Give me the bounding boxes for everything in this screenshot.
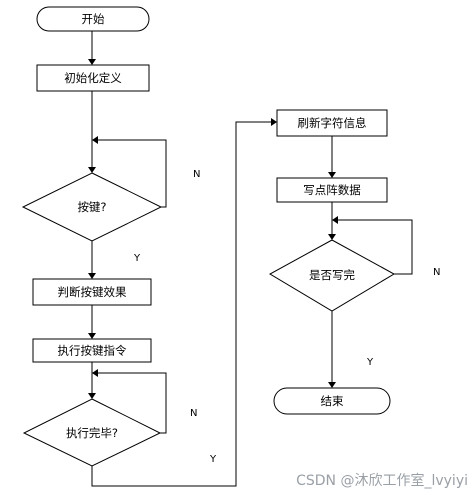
arrow-refresh-writedot: [328, 172, 336, 178]
node-write-dot: 写点阵数据: [276, 177, 388, 203]
node-end: 结束: [273, 387, 391, 415]
keypress-label: 按键?: [77, 200, 106, 214]
arrow-writedone-end: [328, 382, 336, 388]
process-shape: [32, 278, 152, 306]
arrow-execdone-yes: [271, 118, 277, 126]
arrow-start-init: [88, 59, 96, 65]
decision-shape: [21, 172, 163, 242]
terminal-shape: [273, 387, 391, 415]
arrow-keypress-no-loop: [92, 136, 98, 144]
write-done-label: 是否写完: [309, 268, 355, 282]
edges: [88, 31, 413, 487]
arrow-keypress-judge: [88, 273, 96, 279]
node-start: 开始: [36, 6, 150, 32]
process-shape: [36, 64, 150, 92]
watermark: CSDN @沐欣工作室_lvyiyi: [296, 473, 468, 489]
process-shape: [32, 338, 152, 363]
node-init: 初始化定义: [36, 64, 150, 92]
process-shape: [276, 177, 388, 203]
exec-done-yes-label: Y: [209, 454, 217, 465]
edge-execdone-yes: [91, 121, 271, 487]
exec-cmd-label: 执行按键指令: [58, 344, 127, 358]
arrow-writedot-writedone: [328, 234, 336, 240]
write-dot-label: 写点阵数据: [303, 183, 361, 197]
exec-done-no-label: N: [190, 408, 197, 419]
node-judge-key: 判断按键效果: [32, 278, 152, 306]
judge-key-label: 判断按键效果: [58, 285, 127, 299]
exec-done-label: 执行完毕?: [66, 426, 118, 440]
arrow-exec-execdone: [88, 393, 96, 399]
node-exec-cmd: 执行按键指令: [32, 338, 152, 363]
arrow-execdone-no-loop: [92, 369, 98, 377]
process-shape: [276, 109, 388, 137]
edge-writedone-no-loop: [338, 219, 413, 275]
start-label: 开始: [82, 12, 105, 26]
branch-labels: N Y N Y N Y: [133, 169, 440, 465]
arrow-writedone-no-loop: [332, 216, 338, 224]
write-done-yes-label: Y: [366, 357, 374, 368]
arrow-judge-exec: [88, 333, 96, 339]
terminal-shape: [36, 6, 150, 32]
node-refresh: 刷新字符信息: [276, 109, 388, 137]
node-write-done: 是否写完: [268, 239, 396, 312]
write-done-no-label: N: [433, 267, 440, 278]
edge-keypress-no-loop: [98, 139, 167, 208]
decision-shape: [22, 398, 162, 467]
refresh-label: 刷新字符信息: [298, 116, 367, 130]
edge-execdone-no-loop: [98, 372, 167, 434]
node-keypress: 按键?: [21, 172, 163, 242]
arrow-init-keypress: [88, 167, 96, 173]
decision-shape: [268, 239, 396, 312]
init-label: 初始化定义: [64, 71, 122, 85]
keypress-no-label: N: [193, 169, 200, 180]
node-exec-done: 执行完毕?: [22, 398, 162, 467]
keypress-yes-label: Y: [133, 253, 141, 264]
end-label: 结束: [321, 394, 344, 408]
